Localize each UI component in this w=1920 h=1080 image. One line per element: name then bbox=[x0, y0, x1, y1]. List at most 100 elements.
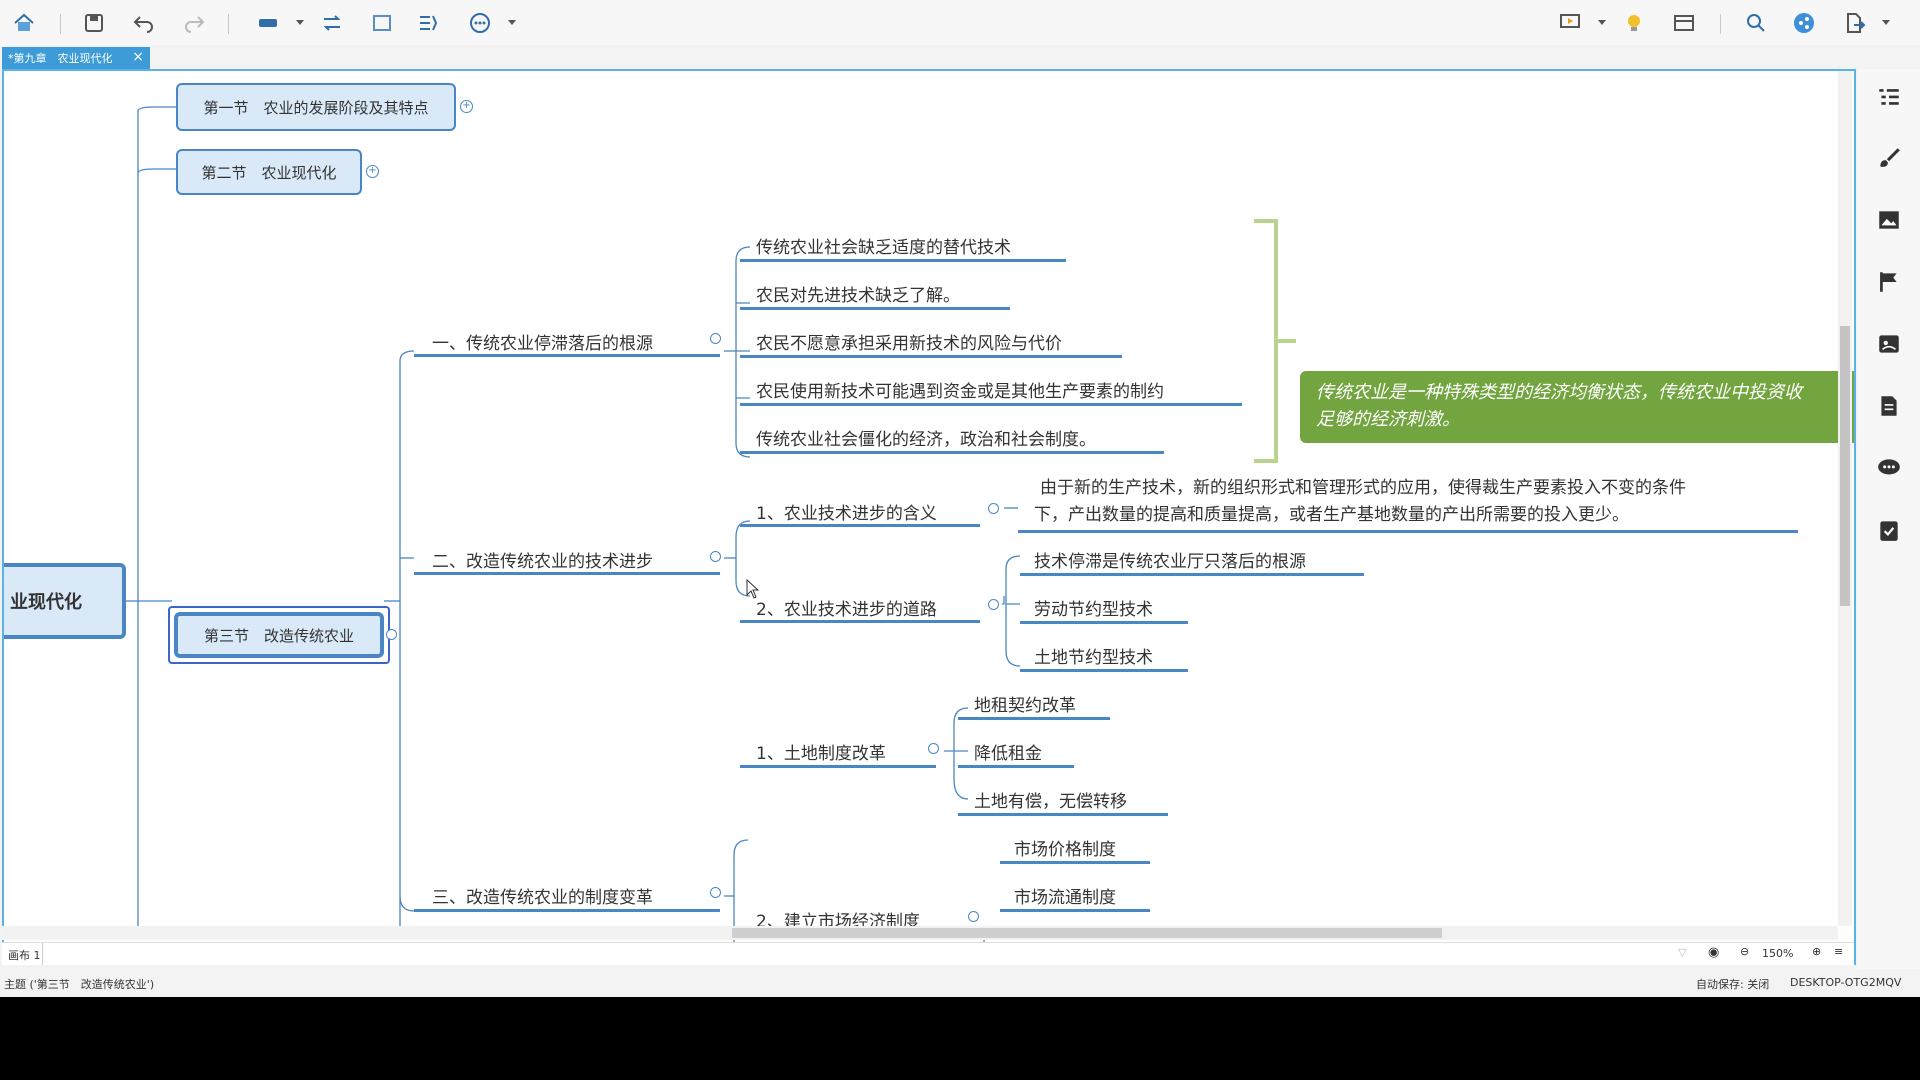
undo-icon[interactable] bbox=[130, 9, 158, 37]
underline bbox=[740, 765, 936, 768]
insert-topic-icon[interactable] bbox=[254, 9, 282, 37]
image-icon[interactable] bbox=[1876, 207, 1902, 233]
collapse-icon[interactable] bbox=[710, 333, 721, 344]
collapse-icon[interactable] bbox=[710, 887, 721, 898]
underline bbox=[740, 620, 980, 623]
more-icon[interactable] bbox=[466, 9, 494, 37]
root-topic[interactable]: 业现代化 bbox=[4, 563, 126, 639]
boundary-icon[interactable] bbox=[368, 9, 396, 37]
relationship-icon[interactable] bbox=[318, 9, 346, 37]
subtopic-3-1-3[interactable]: 土地有偿，无偿转移 bbox=[974, 792, 1127, 812]
menu-icon[interactable]: ≡ bbox=[1834, 945, 1844, 958]
redo-icon[interactable] bbox=[180, 9, 208, 37]
subtopic-1-2[interactable]: 农民对先进技术缺乏了解。 bbox=[756, 286, 960, 306]
scroll-thumb[interactable] bbox=[1840, 326, 1850, 606]
task-icon[interactable] bbox=[1876, 517, 1902, 543]
autosave-status[interactable]: 自动保存: 关闭 bbox=[1696, 978, 1770, 991]
summary-icon[interactable] bbox=[414, 9, 442, 37]
definition-line-2: 下，产出数量的提高和质量提高，或者生产基地数量的产出所需要的投入更少。 bbox=[1034, 505, 1629, 525]
underline bbox=[958, 765, 1074, 768]
underline bbox=[1020, 573, 1364, 576]
subtopic-1-5[interactable]: 传统农业社会僵化的经济，政治和社会制度。 bbox=[756, 430, 1096, 450]
collapse-icon[interactable] bbox=[988, 503, 999, 514]
chevron-down-icon[interactable] bbox=[508, 20, 516, 25]
section-topic-2[interactable]: 第二节 农业现代化 bbox=[176, 149, 362, 195]
underline bbox=[1020, 669, 1188, 672]
underline bbox=[740, 259, 1066, 262]
sheet-tab[interactable]: 画布 1 bbox=[8, 949, 41, 962]
machine-name: DESKTOP-OTG2MQV bbox=[1790, 976, 1902, 989]
lightbulb-icon[interactable] bbox=[1620, 9, 1648, 37]
subtopic-3-1-2[interactable]: 降低租金 bbox=[974, 744, 1042, 764]
close-icon[interactable]: × bbox=[132, 49, 144, 65]
expand-icon[interactable]: + bbox=[366, 165, 379, 178]
underline bbox=[740, 307, 1010, 310]
subtopic-2-1[interactable]: 1、农业技术进步的含义 bbox=[756, 504, 937, 524]
status-bar: 主题 ('第三节 改造传统农业') 自动保存: 关闭 DESKTOP-OTG2M… bbox=[0, 970, 1920, 997]
underline bbox=[414, 909, 720, 912]
subtopic-3-2-2[interactable]: 市场流通制度 bbox=[1014, 888, 1116, 908]
filter-icon[interactable]: ▽ bbox=[1678, 946, 1687, 959]
underline bbox=[1000, 861, 1150, 864]
subtopic-3-1-1[interactable]: 地租契约改革 bbox=[974, 696, 1076, 716]
zoom-in-icon[interactable]: ⊕ bbox=[1812, 945, 1822, 958]
zoom-level: 150% bbox=[1762, 947, 1794, 960]
comment-icon[interactable] bbox=[1876, 455, 1902, 481]
separator bbox=[42, 943, 43, 965]
underline bbox=[740, 403, 1242, 406]
home-icon[interactable] bbox=[10, 9, 38, 37]
notes-icon[interactable] bbox=[1876, 393, 1902, 419]
summary-line-1: 传统农业是一种特殊类型的经济均衡状态，传统农业中投资收 bbox=[1316, 382, 1802, 403]
chevron-down-icon[interactable] bbox=[296, 20, 304, 25]
outline-icon[interactable] bbox=[1876, 85, 1902, 111]
underline bbox=[958, 717, 1110, 720]
layout-icon[interactable] bbox=[1670, 9, 1698, 37]
save-icon[interactable] bbox=[80, 9, 108, 37]
collapse-icon[interactable] bbox=[386, 629, 397, 640]
presentation-icon[interactable] bbox=[1556, 9, 1584, 37]
vertical-scrollbar[interactable] bbox=[1838, 71, 1852, 926]
collapse-icon[interactable] bbox=[928, 743, 939, 754]
subtopic-1-1[interactable]: 传统农业社会缺乏适度的替代技术 bbox=[756, 238, 1011, 258]
chevron-down-icon[interactable] bbox=[1598, 20, 1606, 25]
separator bbox=[60, 14, 61, 34]
collapse-icon[interactable] bbox=[988, 599, 999, 610]
mindmap-canvas[interactable]: 业现代化 第一节 农业的发展阶段及其特点 + 第二节 农业现代化 + 第三节 改… bbox=[2, 69, 1856, 965]
brush-icon[interactable] bbox=[1876, 145, 1902, 171]
zoom-out-icon[interactable]: ⊖ bbox=[1740, 945, 1750, 958]
eye-icon[interactable]: ◉ bbox=[1708, 945, 1720, 960]
summary-line-2: 足够的经济刺激。 bbox=[1316, 409, 1460, 430]
separator bbox=[1720, 14, 1721, 34]
subtopic-2-2-3[interactable]: 土地节约型技术 bbox=[1034, 648, 1153, 668]
scroll-thumb[interactable] bbox=[732, 928, 1442, 938]
section-topic-3[interactable]: 第三节 改造传统农业 bbox=[174, 612, 384, 658]
app-window: *第九章 农业现代化 × bbox=[0, 0, 1920, 997]
subtopic-1-3[interactable]: 农民不愿意承担采用新技术的风险与代价 bbox=[756, 334, 1062, 354]
expand-icon[interactable]: + bbox=[460, 100, 473, 113]
branch-label-1[interactable]: 一、传统农业停滞落后的根源 bbox=[432, 334, 653, 354]
subtopic-2-2-1[interactable]: 技术停滞是传统农业厅只落后的根源 bbox=[1034, 552, 1306, 572]
flag-icon[interactable] bbox=[1876, 269, 1902, 295]
subtopic-3-1[interactable]: 1、土地制度改革 bbox=[756, 744, 886, 764]
collapse-icon[interactable] bbox=[710, 551, 721, 562]
document-tab[interactable]: *第九章 农业现代化 × bbox=[2, 47, 150, 69]
subtopic-3-2-1[interactable]: 市场价格制度 bbox=[1014, 840, 1116, 860]
section-topic-1[interactable]: 第一节 农业的发展阶段及其特点 bbox=[176, 83, 456, 131]
summary-callout[interactable]: 传统农业是一种特殊类型的经济均衡状态，传统农业中投资收 足够的经济刺激。 bbox=[1300, 371, 1854, 443]
subtopic-2-2-2[interactable]: 劳动节约型技术 bbox=[1034, 600, 1153, 620]
subtopic-2-2[interactable]: 2、农业技术进步的道路 bbox=[756, 600, 937, 620]
branch-label-2[interactable]: 二、改造传统农业的技术进步 bbox=[432, 552, 653, 572]
connector-lines bbox=[126, 106, 1296, 963]
horizontal-scrollbar[interactable] bbox=[2, 926, 1838, 940]
collapse-icon[interactable] bbox=[968, 911, 979, 922]
search-icon[interactable] bbox=[1742, 9, 1770, 37]
subtopic-1-4[interactable]: 农民使用新技术可能遇到资金或是其他生产要素的制约 bbox=[756, 382, 1164, 402]
share-icon[interactable] bbox=[1790, 9, 1818, 37]
underline bbox=[414, 572, 720, 575]
export-icon[interactable] bbox=[1840, 9, 1868, 37]
branch-label-3[interactable]: 三、改造传统农业的制度变革 bbox=[432, 888, 653, 908]
chevron-down-icon[interactable] bbox=[1882, 20, 1890, 25]
subtopic-2-1-text[interactable]: 由于新的生产技术，新的组织形式和管理形式的应用，使得裁生产要素投入不变的条件 下… bbox=[1034, 475, 1686, 529]
sticker-icon[interactable] bbox=[1876, 331, 1902, 357]
tab-title: *第九章 农业现代化 bbox=[8, 52, 113, 65]
